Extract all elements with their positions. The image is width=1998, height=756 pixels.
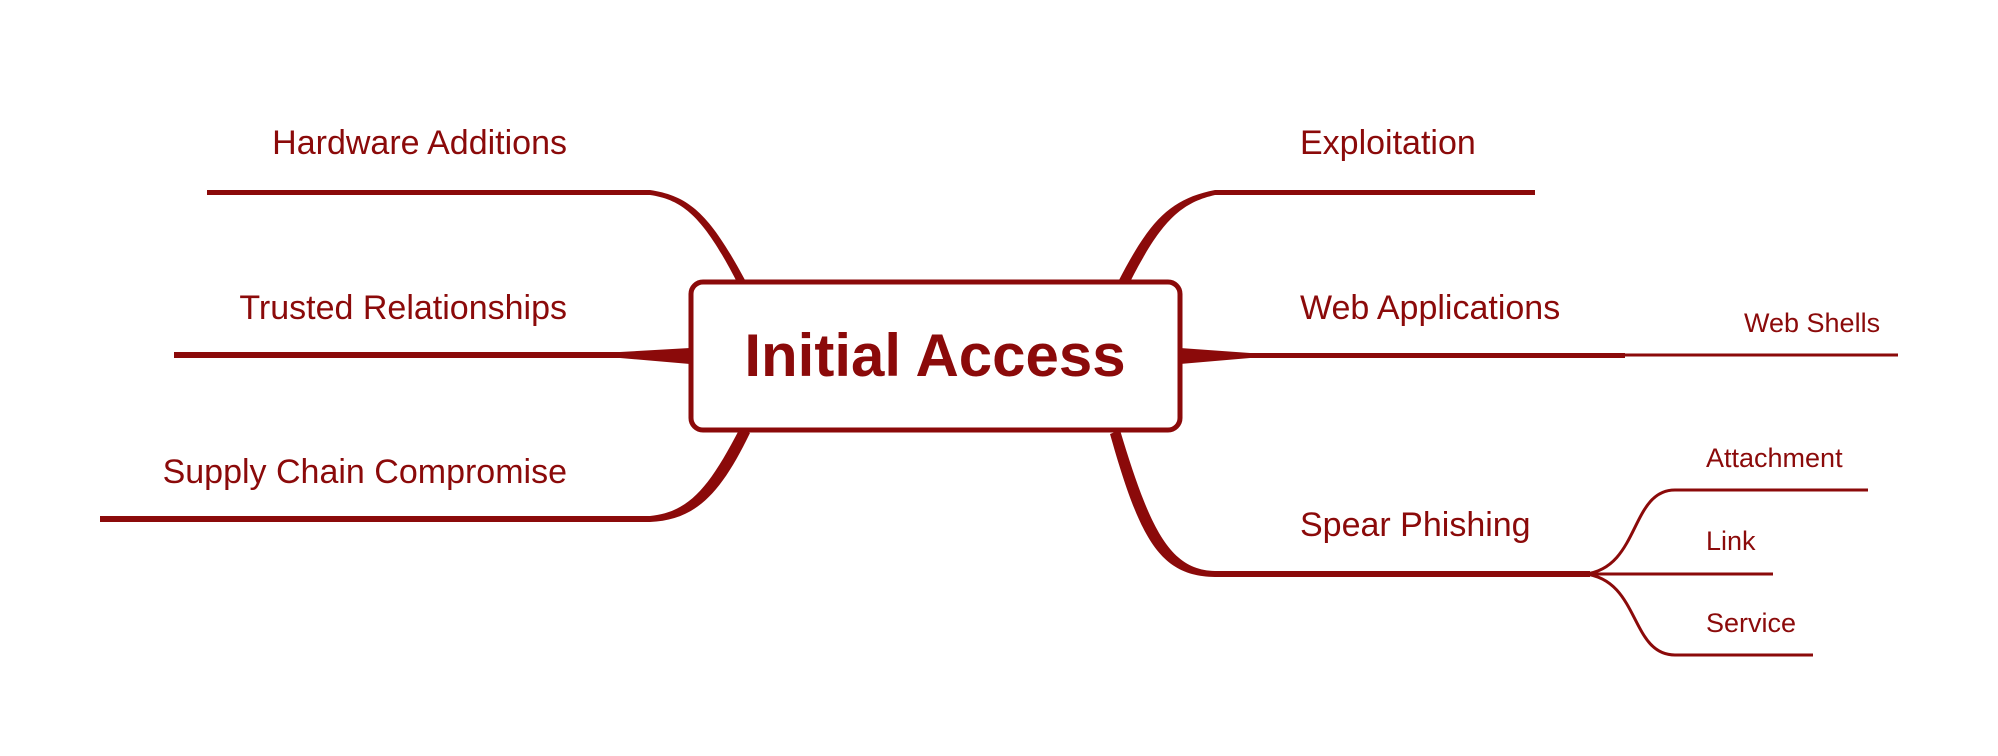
branch-label-hardware-additions: Hardware Additions bbox=[272, 124, 567, 162]
central-topic-label: Initial Access bbox=[744, 322, 1125, 389]
connector-exploitation bbox=[1118, 190, 1535, 286]
branch-label-web-applications: Web Applications bbox=[1300, 289, 1560, 327]
connector-trusted-relationships bbox=[174, 348, 690, 364]
branch-label-trusted-relationships: Trusted Relationships bbox=[239, 289, 567, 327]
connector-attachment bbox=[1584, 488, 1868, 576]
connector-spear-phishing bbox=[1110, 430, 1590, 577]
leaf-label-service: Service bbox=[1706, 608, 1796, 638]
branch-exploitation[interactable]: Exploitation bbox=[1118, 124, 1535, 286]
branch-web-applications[interactable]: Web Applications Web Shells bbox=[1180, 289, 1898, 364]
connector-web-applications bbox=[1180, 348, 1625, 364]
central-node-box bbox=[688, 279, 1183, 433]
branch-label-supply-chain-compromise: Supply Chain Compromise bbox=[163, 453, 567, 491]
branch-label-spear-phishing: Spear Phishing bbox=[1300, 506, 1531, 544]
leaf-label-web-shells: Web Shells bbox=[1744, 308, 1880, 338]
branch-trusted-relationships[interactable]: Trusted Relationships bbox=[174, 289, 690, 364]
connector-supply-chain-compromise bbox=[100, 428, 750, 522]
branch-hardware-additions[interactable]: Hardware Additions bbox=[207, 124, 745, 284]
connector-service bbox=[1584, 572, 1813, 657]
leaf-label-link: Link bbox=[1706, 526, 1756, 556]
branch-spear-phishing[interactable]: Spear Phishing Attachment Link Service bbox=[1110, 430, 1868, 657]
connector-hardware-additions bbox=[207, 190, 745, 284]
central-node[interactable]: Initial Access bbox=[688, 279, 1183, 433]
branch-supply-chain-compromise[interactable]: Supply Chain Compromise bbox=[100, 428, 750, 522]
leaf-label-attachment: Attachment bbox=[1706, 443, 1843, 473]
branch-label-exploitation: Exploitation bbox=[1300, 124, 1476, 162]
